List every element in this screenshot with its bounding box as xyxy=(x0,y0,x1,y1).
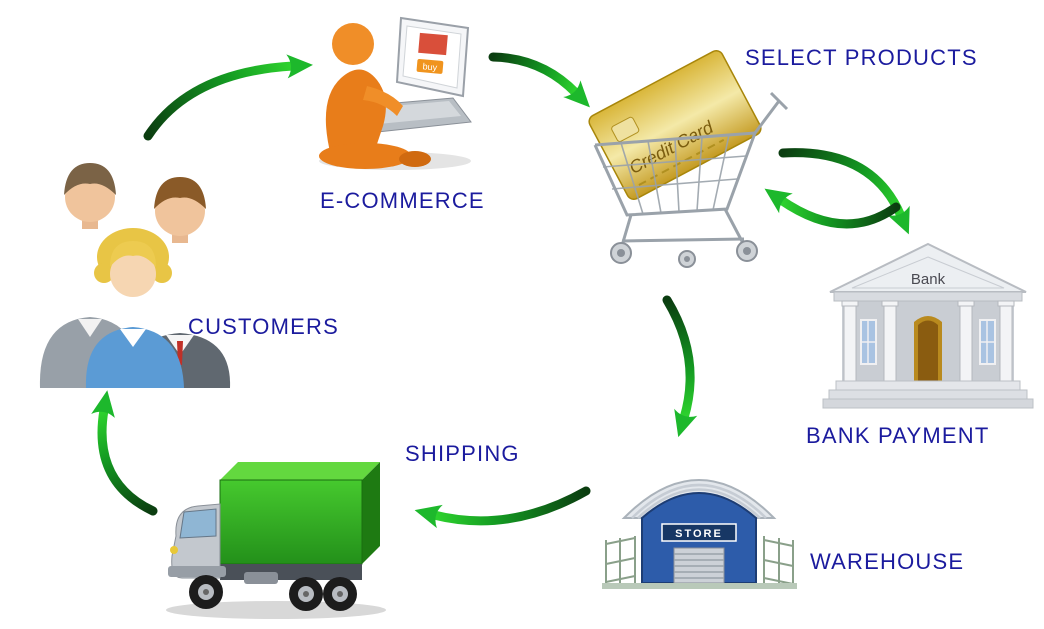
arrow-select-products-to-warehouse xyxy=(662,295,698,438)
arrow-ecommerce-to-select-products xyxy=(488,52,590,108)
arrow-bank-to-select-products xyxy=(764,188,901,229)
bank-steps xyxy=(822,380,1034,409)
label-bank-payment: BANK PAYMENT xyxy=(806,423,990,448)
wheels xyxy=(189,575,357,611)
garage-door xyxy=(673,547,725,584)
label-customers: CUSTOMERS xyxy=(188,314,339,339)
shipping-truck-illustration xyxy=(166,462,386,619)
bank-columns xyxy=(841,300,1015,382)
label-select-products: SELECT PRODUCTS xyxy=(745,45,978,70)
label-shipping: SHIPPING xyxy=(405,441,520,466)
fuel-tank xyxy=(244,572,278,584)
cab xyxy=(168,503,226,579)
store-sign-text: STORE xyxy=(675,528,723,540)
bank-door xyxy=(914,316,942,381)
bank-sign-text: Bank xyxy=(911,271,946,288)
ground xyxy=(602,583,797,589)
warehouse-illustration: STORE xyxy=(602,479,797,589)
arrow-customers-to-ecommerce xyxy=(143,54,313,141)
ecommerce-illustration: buy xyxy=(319,16,472,170)
buy-button-text: buy xyxy=(422,61,438,72)
bank-illustration: Bank xyxy=(822,242,1034,409)
arrow-select-products-to-bank xyxy=(778,148,910,235)
arrow-shipping-to-customers xyxy=(91,390,158,516)
label-warehouse: WAREHOUSE xyxy=(810,549,965,574)
label-e-commerce: E-COMMERCE xyxy=(320,188,485,213)
cart-wheels xyxy=(610,240,758,268)
customers-illustration xyxy=(39,163,231,388)
store-sign xyxy=(661,523,737,542)
select-products-illustration: Credit Card xyxy=(588,50,789,268)
customer-woman xyxy=(85,228,184,388)
arrow-warehouse-to-shipping xyxy=(414,486,591,529)
shopping-cart xyxy=(593,91,789,250)
cargo-box xyxy=(219,462,380,565)
laptop: buy xyxy=(360,16,472,133)
orange-person xyxy=(319,23,431,169)
bank-windows xyxy=(860,319,996,365)
